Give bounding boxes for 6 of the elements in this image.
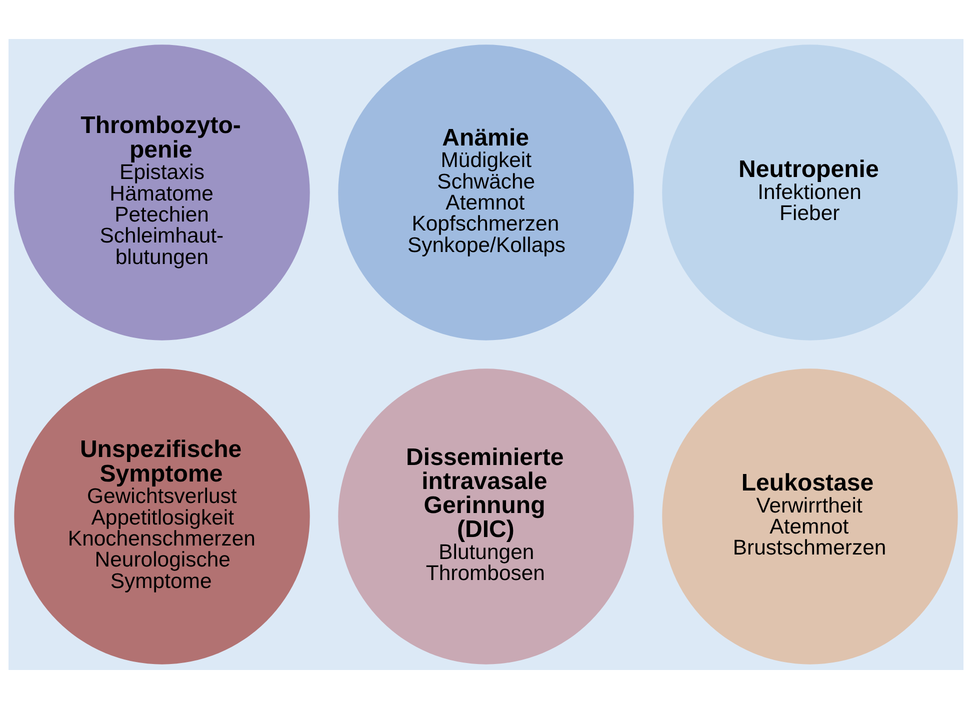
node-circle: Anämie Müdigkeit Schwäche Atemnot Kopfschmerzen Synkope/Kollaps [338, 44, 634, 340]
node-circle: Disseminierte intravasale Gerinnung (DIC) Blutungen Thrombosen [338, 368, 634, 664]
node-circle: Leukostase Verwirrtheit Atemnot Brustschmerzen [662, 368, 958, 664]
node-circle: Neutropenie Infektionen Fieber [662, 44, 958, 340]
node-circle: Thrombozyto-penie Epistaxis Hämatome Petechien Schleimhaut-blutungen [14, 44, 310, 340]
node-circle: Unspezifische Symptome Gewichtsverlust Appetitlosigkeit Knochenschmerzen Neurologische Symptome [14, 368, 310, 664]
